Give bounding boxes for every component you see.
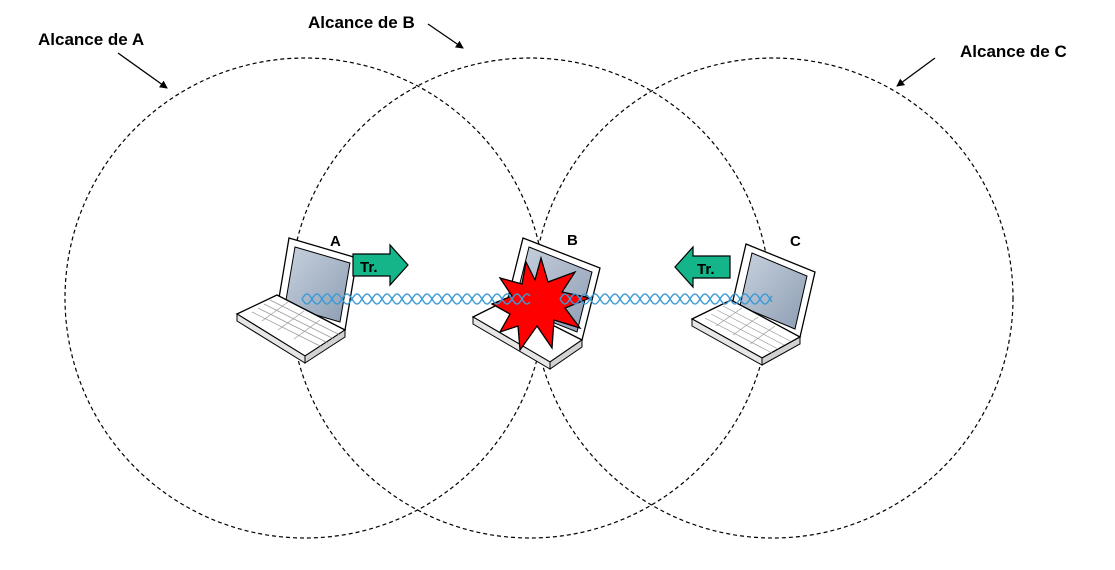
radio-waves (301, 293, 773, 305)
range-a-pointer (117, 52, 168, 89)
laptop-icon (690, 243, 816, 366)
laptop-b: B (471, 232, 601, 370)
range-label-b: Alcance de B (308, 13, 415, 32)
radio-wave-a-to-b-2 (301, 293, 531, 305)
node-label-b: B (567, 232, 578, 249)
transmission-arrow-icon: Tr. (674, 245, 731, 289)
range-b-pointer (427, 23, 464, 49)
range-label-a: Alcance de A (38, 30, 144, 49)
laptop-c: C Tr. (674, 233, 816, 366)
laptop-icon (235, 237, 358, 364)
node-label-a: A (330, 233, 341, 250)
transmission-label-a: Tr. (360, 259, 378, 276)
collision-burst-icon (490, 255, 593, 352)
transmission-label-c: Tr. (697, 261, 715, 278)
range-label-c: Alcance de C (960, 42, 1067, 61)
laptop-a: A Tr. (235, 233, 409, 364)
node-label-c: C (790, 233, 801, 250)
range-circle-c (532, 57, 1014, 539)
transmission-arrow-icon: Tr. (352, 243, 409, 287)
range-c-pointer (896, 57, 936, 87)
radio-wave-c-to-b-2 (559, 293, 773, 305)
radio-wave-c-to-b-1 (559, 293, 773, 305)
